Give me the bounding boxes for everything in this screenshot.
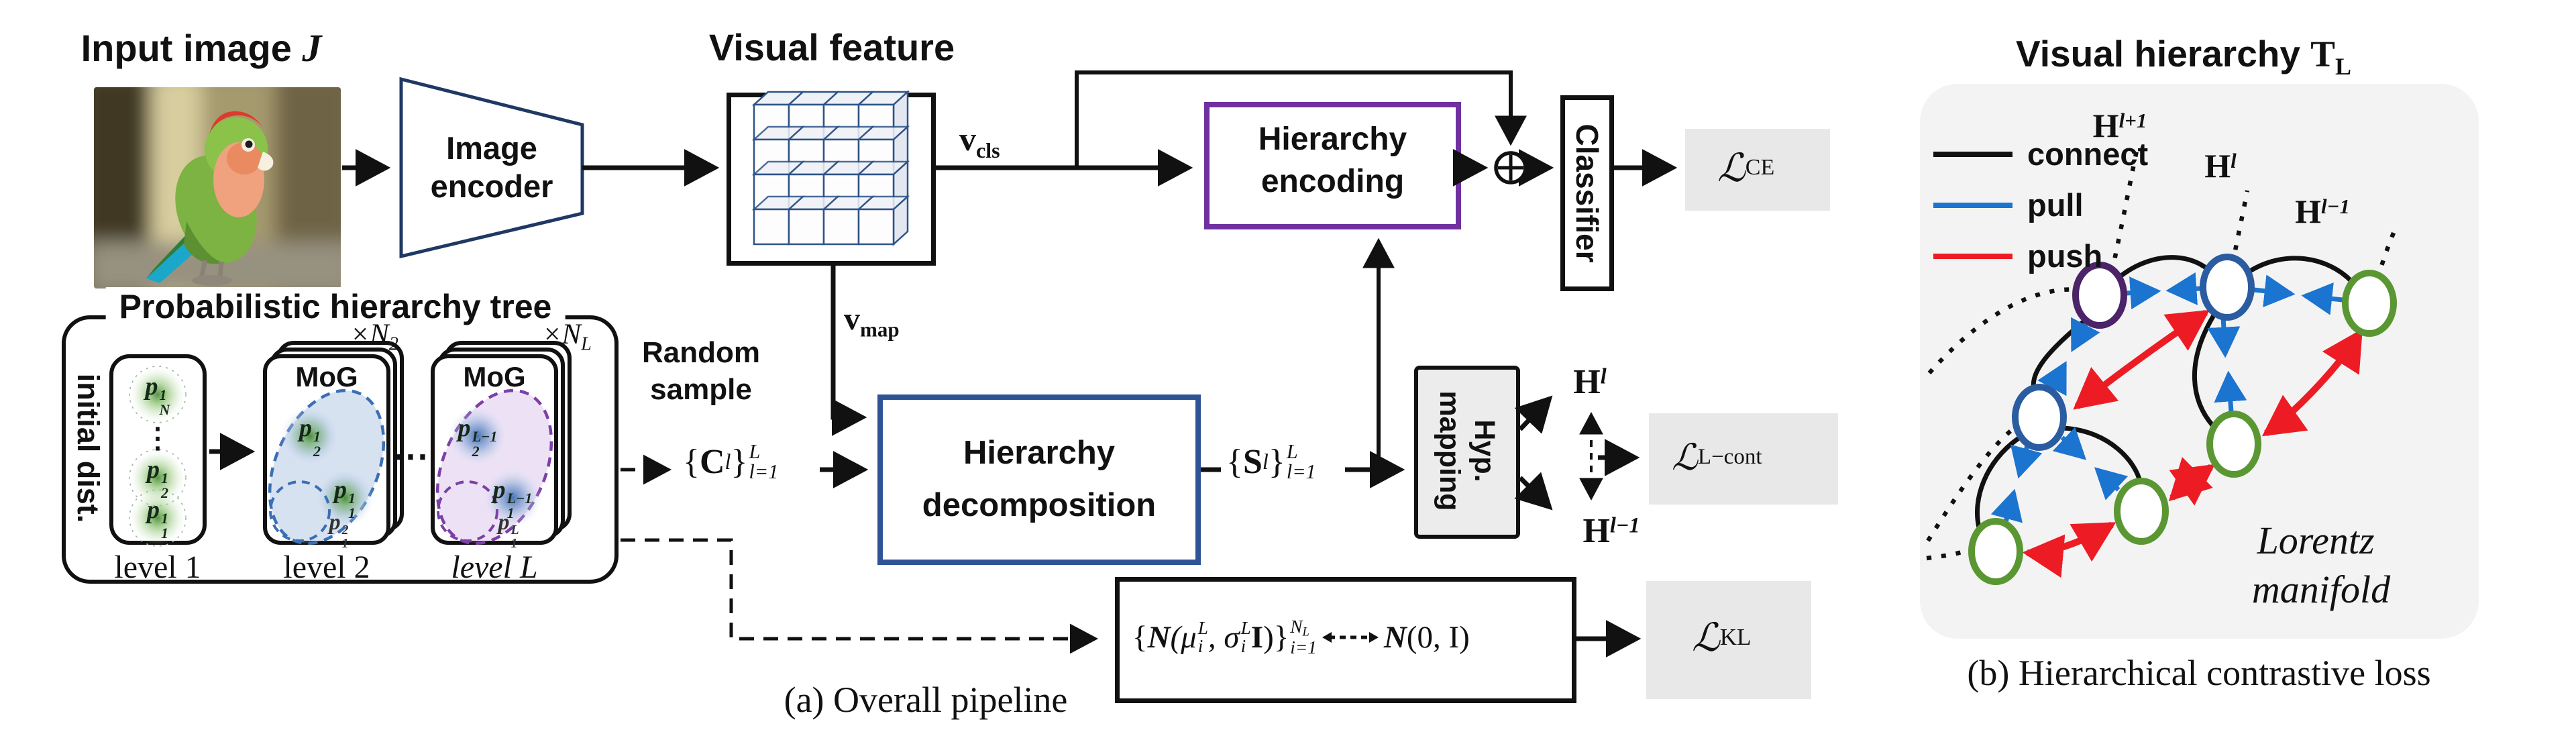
mult-n2-label: ×N2 <box>350 319 398 355</box>
caption-a: (a) Overall pipeline <box>784 680 1068 720</box>
hlp1-curve-label: Hl+1 <box>2092 107 2147 144</box>
input-bird-image <box>94 87 341 288</box>
image-encoder-label: Image encoder <box>430 130 553 204</box>
arrow-hyp-to-hlm1 <box>1514 472 1553 511</box>
vdots: ⋮ <box>144 423 172 454</box>
visual-feature-label: Visual feature <box>708 26 955 68</box>
sum-icon <box>1494 151 1527 184</box>
classifier-label: Classifier <box>1570 123 1605 263</box>
panel-b-title: Visual hierarchy TL <box>2016 33 2351 80</box>
random-sample-label: Random sample <box>642 336 760 406</box>
lorentz-label-line2: manifold <box>2251 568 2391 611</box>
arrow-hyp-to-hl <box>1514 395 1553 434</box>
hl-label: Hl <box>1573 363 1607 401</box>
lorentz-label-line1: Lorentz <box>2257 519 2375 562</box>
caption-b: (b) Hierarchical contrastive loss <box>1967 653 2431 693</box>
kl-constraint-box <box>1115 577 1576 703</box>
loss-ce-box <box>1685 129 1830 211</box>
hlm1-curve-label: Hl−1 <box>2295 193 2350 230</box>
hlm1-label: Hl−1 <box>1582 512 1640 550</box>
bird-crown <box>209 111 263 134</box>
loss-cont-box <box>1649 413 1838 505</box>
input-image-symbol: J <box>302 26 322 70</box>
levelL-mog-label: MoG <box>463 361 526 392</box>
hyp-mapping-box <box>1414 366 1520 539</box>
tree-title: Probabilistic hierarchy tree <box>105 287 566 326</box>
bird-tail <box>146 235 198 283</box>
initial-dist-label: initial dist. <box>71 373 105 523</box>
input-image-label: Input image J <box>80 26 322 70</box>
classifier-box <box>1560 95 1614 291</box>
level2-label: level 2 <box>283 549 370 585</box>
loss-kl-box <box>1646 581 1811 699</box>
hl-curve-label: Hl <box>2204 147 2237 184</box>
hyp-mapping-label: Hyp. mapping <box>1434 390 1501 511</box>
dashed-correspondence-arrow <box>1322 632 1379 643</box>
mult-nl-label: ×NL <box>542 319 592 355</box>
level2-mog-label: MoG <box>295 361 358 392</box>
lorentz-panel-bg <box>1920 84 2479 639</box>
visual-feature-box <box>727 93 936 266</box>
level1-label: level 1 <box>114 549 201 585</box>
legend-label-pull: pull <box>2027 187 2084 223</box>
vcls-label: vcls <box>959 120 1000 162</box>
hierarchy-encoding-label: Hierarchy encoding <box>1258 121 1407 199</box>
legend-label-push: push <box>2027 238 2103 274</box>
levelL-label: level L <box>451 549 538 585</box>
hierarchy-decomposition-label: Hierarchy decomposition <box>922 435 1157 523</box>
vmap-label: vmap <box>844 301 900 341</box>
hdots: ⋯ <box>392 436 429 476</box>
